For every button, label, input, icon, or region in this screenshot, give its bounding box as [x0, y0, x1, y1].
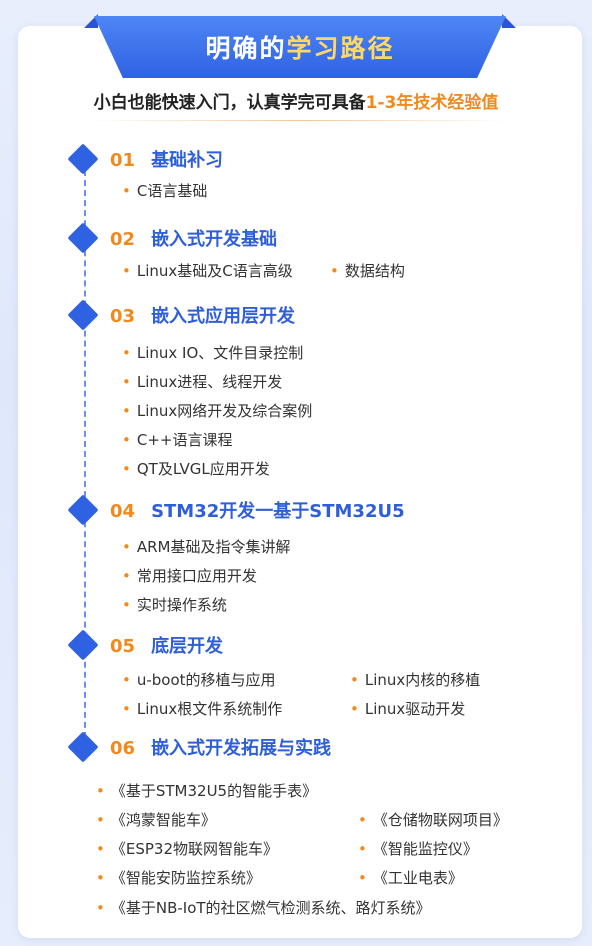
- project-item: 《智能监控仪》: [358, 838, 478, 859]
- section-02-title: 02 嵌入式开发基础: [110, 225, 277, 251]
- list-item: Linux内核的移植: [350, 669, 480, 690]
- list-item: C语言基础: [122, 180, 207, 201]
- list-item: 实时操作系统: [122, 594, 227, 615]
- project-item: 《工业电表》: [358, 867, 463, 888]
- list-item: Linux基础及C语言高级: [122, 260, 293, 281]
- section-label: 底层开发: [151, 636, 224, 657]
- section-number: 05: [110, 636, 136, 657]
- subtitle-divider: [90, 120, 510, 121]
- project-item: 《智能安防监控系统》: [96, 867, 261, 888]
- section-06-title: 06 嵌入式开发拓展与实践: [110, 734, 331, 760]
- list-item: Linux根文件系统制作: [122, 698, 282, 719]
- list-item: C++语言课程: [122, 429, 233, 450]
- subtitle-text: 小白也能快速入门，认真学完可具备: [93, 93, 366, 113]
- section-label: 嵌入式开发拓展与实践: [151, 738, 332, 759]
- page-title: 明确的: [205, 34, 287, 63]
- section-label: 基础补习: [151, 150, 224, 171]
- project-item: 《基于STM32U5的智能手表》: [96, 780, 317, 801]
- section-number: 06: [110, 738, 136, 759]
- section-04-title: 04 STM32开发一基于STM32U5: [110, 497, 405, 523]
- project-item: 《鸿蒙智能车》: [96, 809, 216, 830]
- page-title-highlight: 学习路径: [286, 34, 395, 63]
- list-item: 数据结构: [330, 260, 405, 281]
- section-number: 03: [110, 306, 136, 327]
- list-item: 常用接口应用开发: [122, 565, 257, 586]
- section-number: 04: [110, 501, 136, 522]
- banner-ribbon: 明确的学习路径: [94, 16, 506, 78]
- list-item: Linux IO、文件目录控制: [122, 342, 303, 363]
- section-03-title: 03 嵌入式应用层开发: [110, 302, 295, 328]
- subtitle: 小白也能快速入门，认真学完可具备1-3年技术经验值: [0, 88, 592, 113]
- list-item: u-boot的移植与应用: [122, 669, 276, 690]
- section-label: STM32开发一基于STM32U5: [151, 501, 405, 522]
- section-01-title: 01 基础补习: [110, 146, 223, 172]
- subtitle-highlight: 1-3年技术经验值: [365, 93, 499, 113]
- list-item: Linux驱动开发: [350, 698, 465, 719]
- project-item: 《基于NB-IoT的社区燃气检测系统、路灯系统》: [96, 897, 431, 918]
- list-item: ARM基础及指令集讲解: [122, 536, 291, 557]
- list-item: Linux网络开发及综合案例: [122, 400, 312, 421]
- learning-path-card: [18, 26, 582, 938]
- section-label: 嵌入式应用层开发: [151, 306, 296, 327]
- project-item: 《仓储物联网项目》: [358, 809, 508, 830]
- section-number: 01: [110, 150, 136, 171]
- section-05-title: 05 底层开发: [110, 632, 223, 658]
- timeline-line: [84, 160, 86, 748]
- list-item: Linux进程、线程开发: [122, 371, 282, 392]
- section-label: 嵌入式开发基础: [151, 229, 278, 250]
- list-item: QT及LVGL应用开发: [122, 458, 270, 479]
- project-item: 《ESP32物联网智能车》: [96, 838, 278, 859]
- title-banner: 明确的学习路径: [84, 8, 516, 78]
- section-number: 02: [110, 229, 136, 250]
